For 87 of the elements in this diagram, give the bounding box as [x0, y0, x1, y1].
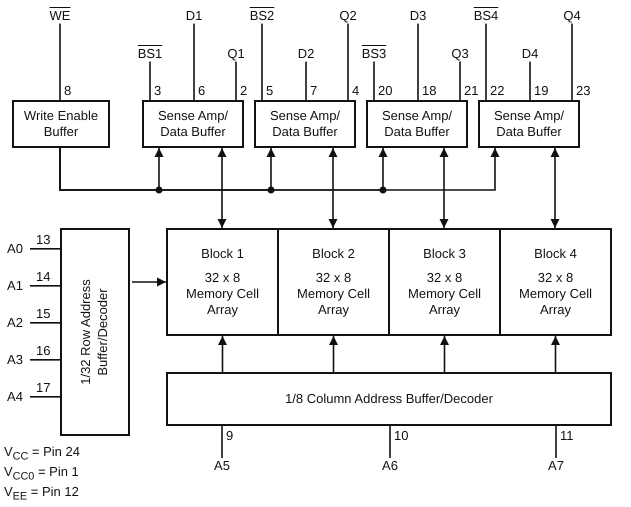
buffer-box: Sense Amp/ Data Buffer — [142, 100, 244, 148]
pin-number: 21 — [464, 83, 478, 99]
memory-block: Block 2 32 x 8 Memory Cell Array — [277, 228, 390, 336]
signal-label: D1 — [186, 8, 202, 24]
power-pin-note: V$_{CC}$ = Pin 24 — [4, 444, 80, 464]
signal-label: D4 — [522, 46, 538, 62]
pin-number: 3 — [154, 83, 162, 99]
connector-line — [30, 248, 60, 250]
pin-number: 20 — [378, 83, 392, 99]
pin-number: 8 — [64, 83, 72, 99]
arrow — [440, 336, 449, 372]
pin-number: 10 — [394, 428, 408, 444]
pin-number: 7 — [310, 83, 318, 99]
signal-label: Q2 — [339, 8, 357, 24]
signal-label: A5 — [214, 458, 230, 474]
connector-line — [221, 426, 223, 458]
signal-label: Q1 — [227, 46, 245, 62]
signal-label: BS1 — [138, 46, 162, 62]
connector-line — [459, 62, 461, 100]
signal-label: A6 — [382, 458, 398, 474]
pin-number: 5 — [266, 83, 274, 99]
pin-number: 9 — [226, 428, 234, 444]
signal-label: BS2 — [250, 8, 274, 24]
pin-number: 15 — [36, 306, 50, 322]
memory-block: Block 3 32 x 8 Memory Cell Array — [388, 228, 501, 336]
signal-label: A4 — [7, 389, 23, 405]
pin-number: 4 — [352, 83, 360, 99]
decoder-box: 1/32 Row Address Buffer/Decoder — [60, 228, 130, 436]
arrow — [329, 336, 338, 372]
connector-line — [347, 24, 349, 100]
pin-number: 6 — [198, 83, 206, 99]
arrow — [218, 336, 227, 372]
buffer-box: Sense Amp/ Data Buffer — [366, 100, 468, 148]
arrow — [328, 148, 338, 228]
pin-number: 2 — [240, 83, 248, 99]
pin-number: 16 — [36, 342, 50, 358]
connector-line — [149, 62, 151, 100]
arrow — [59, 148, 500, 191]
connector-line — [389, 426, 391, 458]
connector-line — [30, 322, 60, 324]
pin-number: 23 — [576, 83, 590, 99]
pin-number: 19 — [534, 83, 548, 99]
pin-number: 22 — [490, 83, 504, 99]
signal-label: A0 — [7, 241, 23, 257]
buffer-box: Sense Amp/ Data Buffer — [478, 100, 580, 148]
connector-line — [417, 24, 419, 100]
pin-number: 14 — [36, 268, 50, 284]
signal-label: A7 — [548, 458, 564, 474]
connector-line — [193, 24, 195, 100]
buffer-box: Sense Amp/ Data Buffer — [254, 100, 356, 148]
decoder-box: 1/8 Column Address Buffer/Decoder — [166, 372, 612, 426]
signal-label: D3 — [410, 8, 426, 24]
connector-line — [30, 285, 60, 287]
connector-line — [261, 24, 263, 100]
signal-label: BS4 — [474, 8, 498, 24]
signal-label: A1 — [7, 278, 23, 294]
memory-block: Block 4 32 x 8 Memory Cell Array — [499, 228, 612, 336]
pin-number: 11 — [560, 428, 574, 444]
connector-line — [305, 62, 307, 100]
signal-label: BS3 — [362, 46, 386, 62]
connector-line — [373, 62, 375, 100]
signal-label: A3 — [7, 352, 23, 368]
arrow — [551, 336, 560, 372]
connector-line — [571, 24, 573, 100]
arrow — [440, 148, 448, 228]
memory-block: Block 1 32 x 8 Memory Cell Array — [166, 228, 279, 336]
arrow — [132, 278, 166, 286]
signal-label: WE — [50, 8, 70, 24]
pin-number: 13 — [36, 232, 50, 248]
connector-line — [235, 62, 237, 100]
arrow — [550, 148, 560, 228]
arrow — [218, 148, 226, 228]
pin-number: 18 — [422, 83, 436, 99]
power-pin-note: V$_{EE}$ = Pin 12 — [4, 484, 79, 504]
pin-number: 17 — [36, 380, 50, 396]
connector-line — [529, 62, 531, 100]
signal-label: Q4 — [563, 8, 581, 24]
signal-label: A2 — [7, 315, 23, 331]
signal-label: Q3 — [451, 46, 469, 62]
connector-line — [59, 24, 61, 100]
buffer-box: Write Enable Buffer — [12, 100, 110, 148]
power-pin-note: V$_{CC0}$ = Pin 1 — [4, 464, 79, 484]
connector-line — [485, 24, 487, 100]
connector-line — [30, 396, 60, 398]
signal-label: D2 — [298, 46, 314, 62]
connector-line — [30, 359, 60, 361]
connector-line — [555, 426, 557, 458]
